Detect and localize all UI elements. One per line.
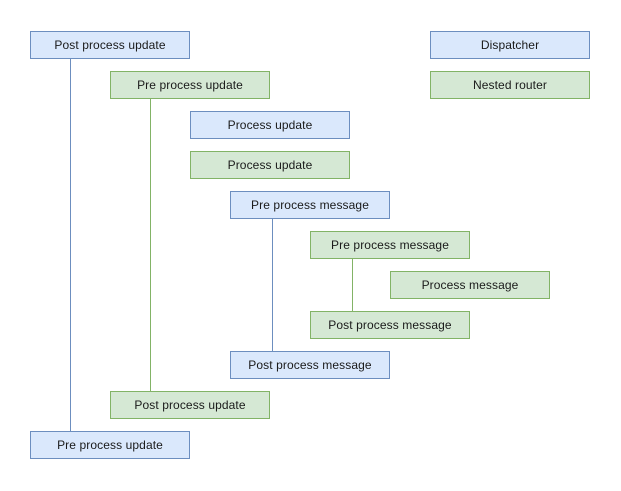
node-label: Pre process message xyxy=(331,238,449,252)
connector-n6-to-n8 xyxy=(352,259,353,311)
legend-item-router: Nested router xyxy=(430,71,590,99)
node-label: Pre process message xyxy=(251,198,369,212)
node-n4[interactable]: Process update xyxy=(190,151,350,179)
node-n10[interactable]: Post process update xyxy=(110,391,270,419)
node-label: Pre process update xyxy=(137,78,243,92)
node-n3[interactable]: Process update xyxy=(190,111,350,139)
node-label: Pre process update xyxy=(57,438,163,452)
node-n6[interactable]: Pre process message xyxy=(310,231,470,259)
node-label: Process message xyxy=(421,278,519,292)
node-n2[interactable]: Pre process update xyxy=(110,71,270,99)
node-label: Process update xyxy=(227,158,313,172)
node-n7[interactable]: Process message xyxy=(390,271,550,299)
legend-item-label: Nested router xyxy=(472,78,547,92)
node-label: Process update xyxy=(227,118,313,132)
legend-item-dispatcher: Dispatcher xyxy=(430,31,590,59)
connector-n11-to-n1 xyxy=(70,59,71,431)
node-label: Post process update xyxy=(134,398,246,412)
connector-n2-to-n10 xyxy=(150,99,151,391)
node-n1[interactable]: Pre process update xyxy=(30,431,190,459)
node-n11[interactable]: Post process update xyxy=(30,31,190,59)
connector-n5-to-n9 xyxy=(272,219,273,351)
node-n9[interactable]: Post process message xyxy=(230,351,390,379)
node-label: Post process message xyxy=(248,358,372,372)
node-n8[interactable]: Post process message xyxy=(310,311,470,339)
node-label: Post process update xyxy=(54,38,166,52)
node-label: Post process message xyxy=(328,318,452,332)
node-n5[interactable]: Pre process message xyxy=(230,191,390,219)
legend-item-label: Dispatcher xyxy=(480,38,540,52)
